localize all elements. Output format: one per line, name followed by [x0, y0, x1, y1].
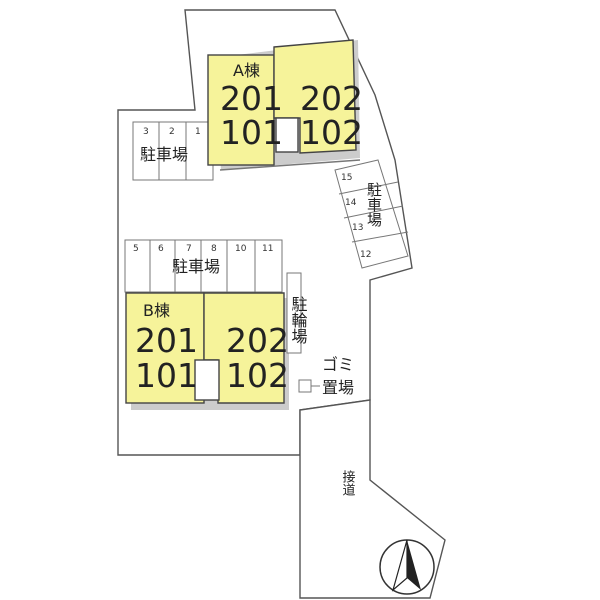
bicycle-parking-label: 駐輪場 — [289, 296, 308, 345]
parking-space-number: 5 — [133, 244, 139, 254]
parking-space-number: 1 — [195, 127, 201, 137]
parking-space-number: 11 — [262, 244, 273, 254]
building-a-unit-101: 101 — [220, 113, 283, 152]
building-a-unit-102: 102 — [300, 113, 363, 152]
parking-space-number: 12 — [360, 250, 371, 260]
parking-right: 15 14 13 12 駐車場 — [334, 159, 409, 269]
building-a-entrance — [275, 117, 299, 153]
building-b-name: B棟 — [143, 301, 170, 320]
north-arrow-icon — [379, 539, 435, 595]
building-b-unit-102: 102 — [226, 356, 289, 395]
parking-space-number: 13 — [352, 223, 363, 233]
building-b-left — [125, 292, 205, 404]
bicycle-parking: 駐輪場 — [286, 272, 308, 354]
parking-space-number: 14 — [345, 198, 357, 208]
building-a-unit-202: 202 — [300, 79, 363, 118]
garbage-label-1: ゴミ — [322, 355, 354, 374]
building-a-right — [273, 39, 357, 154]
building-b: B棟 201 101 202 102 — [125, 292, 289, 410]
parking-middle: 5 6 7 8 10 11 駐車場 — [124, 239, 283, 293]
building-b-entrance — [194, 359, 220, 401]
parking-middle-label: 駐車場 — [172, 257, 220, 276]
parking-right-label: 駐車場 — [365, 182, 383, 227]
parking-top: 3 2 1 駐車場 — [132, 121, 214, 181]
parking-space-number: 6 — [158, 244, 164, 254]
garbage-label-2: 置場 — [322, 378, 354, 397]
garbage-area: ゴミ 置場 — [298, 355, 354, 397]
building-a: A棟 201 101 202 102 — [207, 39, 363, 171]
parking-space-number: 3 — [143, 127, 149, 137]
parking-top-label: 駐車場 — [140, 145, 188, 164]
building-a-unit-201: 201 — [220, 79, 283, 118]
parking-space-number: 2 — [169, 127, 175, 137]
parking-space-number: 7 — [186, 244, 192, 254]
parking-space-number: 15 — [341, 173, 352, 183]
access-road-label: 接道 — [340, 469, 356, 496]
building-a-name: A棟 — [233, 61, 260, 80]
building-b-unit-202: 202 — [226, 321, 289, 360]
parking-space-number: 10 — [235, 244, 247, 254]
parking-space-number: 8 — [211, 244, 217, 254]
building-b-unit-201: 201 — [135, 321, 198, 360]
building-b-unit-101: 101 — [135, 356, 198, 395]
